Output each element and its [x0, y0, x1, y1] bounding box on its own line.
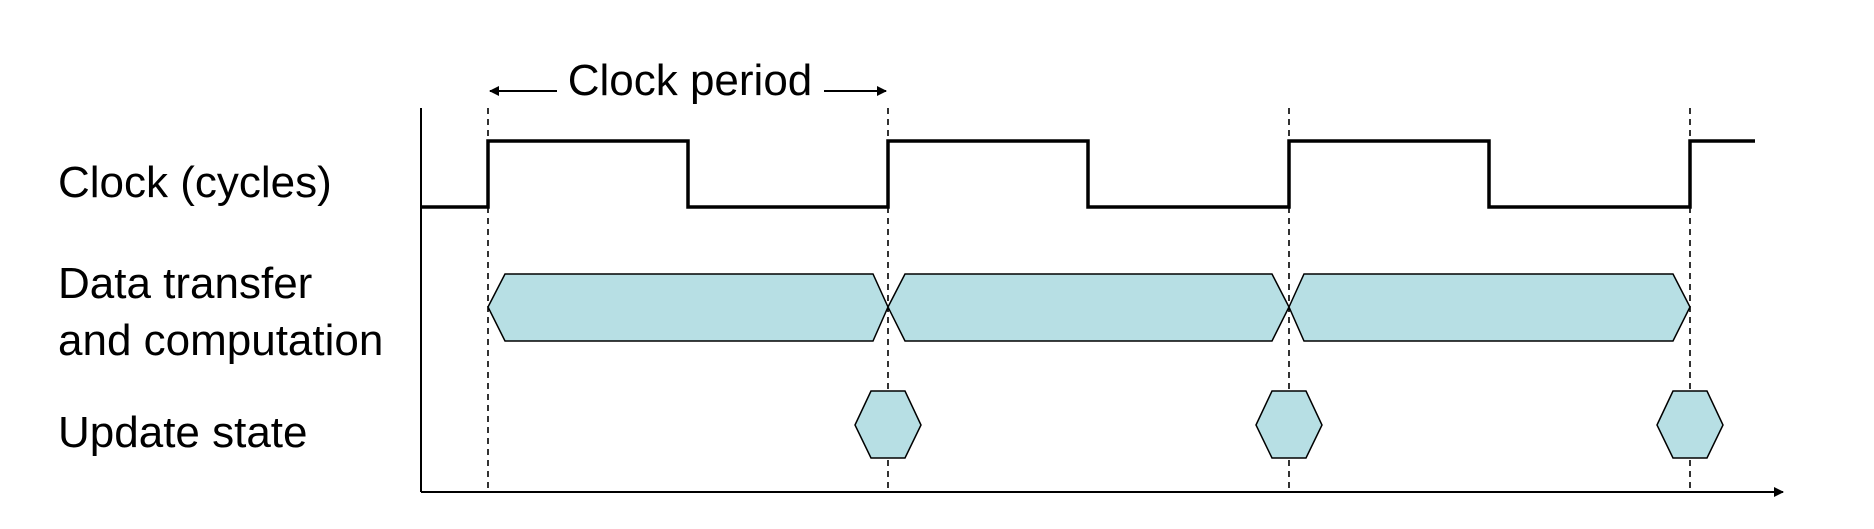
update-state-marker: [1656, 390, 1724, 459]
clock-waveform: [421, 139, 1755, 209]
data-transfer-segment: [887, 273, 1290, 342]
clock-row-label: Clock (cycles): [58, 158, 332, 207]
update-row-label: Update state: [58, 408, 308, 457]
data-transfer-segment: [487, 273, 889, 342]
data-row-label-line1: Data transfer: [58, 259, 312, 308]
update-state-marker: [854, 390, 922, 459]
data-row-label-line2: and computation: [58, 316, 383, 365]
update-state-marker: [1255, 390, 1323, 459]
clock-period-label: Clock period: [568, 56, 813, 105]
data-transfer-segment: [1288, 273, 1691, 342]
